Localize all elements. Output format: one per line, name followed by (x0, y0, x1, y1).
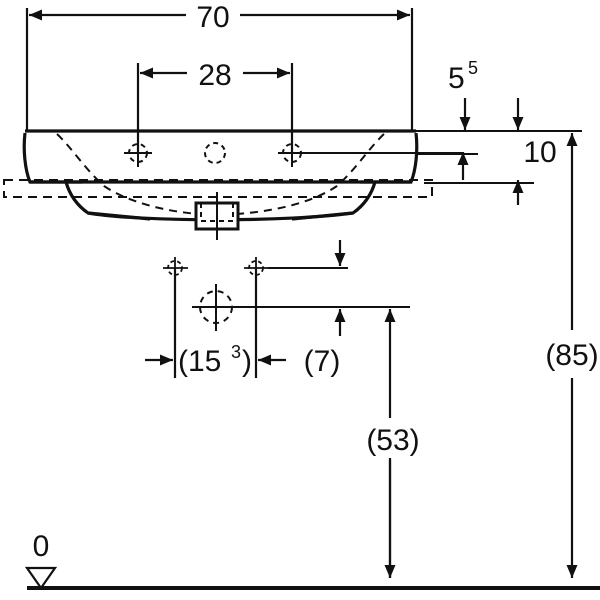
tap-hole-right-icon (278, 140, 306, 167)
label-bracket-15-close: ) (242, 345, 252, 378)
bracket-hole-marks (163, 257, 410, 378)
bracket-center-circle-icon (192, 284, 240, 331)
label-bracket-7: (7) (304, 345, 341, 378)
label-datum-zero: 0 (33, 530, 50, 563)
dimension-15-3: (15 3 ) (145, 342, 286, 378)
dimension-28: 28 (136, 59, 294, 152)
label-basin-height-85: (85) (545, 339, 598, 372)
basin-bowl-left-slope (64, 181, 151, 221)
label-offset-5: 5 (448, 62, 465, 95)
tap-hole-left-icon (124, 140, 152, 167)
dimension-10: 10 (416, 130, 582, 205)
dimension-53: (53) (362, 309, 424, 578)
dimension-7: (7) (304, 240, 346, 378)
dimension-85: (85) (545, 133, 599, 578)
label-bracket-53: (53) (366, 424, 419, 457)
label-bracket-15: (15 (178, 345, 221, 378)
bowl-interior-hidden-left (56, 133, 216, 216)
waste-outlet-hidden-edges (200, 203, 234, 222)
dimension-5-5: 5 5 (448, 58, 524, 130)
label-bracket-15-superscript: 3 (231, 342, 241, 362)
label-offset-5-superscript: 5 (468, 58, 478, 78)
basin-right-edge (360, 132, 419, 184)
overflow-circle-icon (204, 142, 226, 164)
rear-projection-dashed (3, 179, 433, 198)
label-spacing-28: 28 (198, 59, 231, 92)
waste-outlet (194, 192, 240, 240)
basin-left-edge (22, 132, 82, 184)
label-width-70: 70 (196, 1, 229, 34)
dimension-70: 70 (25, 1, 414, 132)
tap-hole-marks (124, 140, 462, 167)
bowl-interior-hidden-right (214, 133, 385, 216)
datum-marker: 0 (24, 530, 58, 590)
label-rim-10: 10 (523, 136, 556, 169)
datum-triangle-icon (24, 566, 58, 590)
basin-bowl-right-slope (291, 181, 377, 221)
